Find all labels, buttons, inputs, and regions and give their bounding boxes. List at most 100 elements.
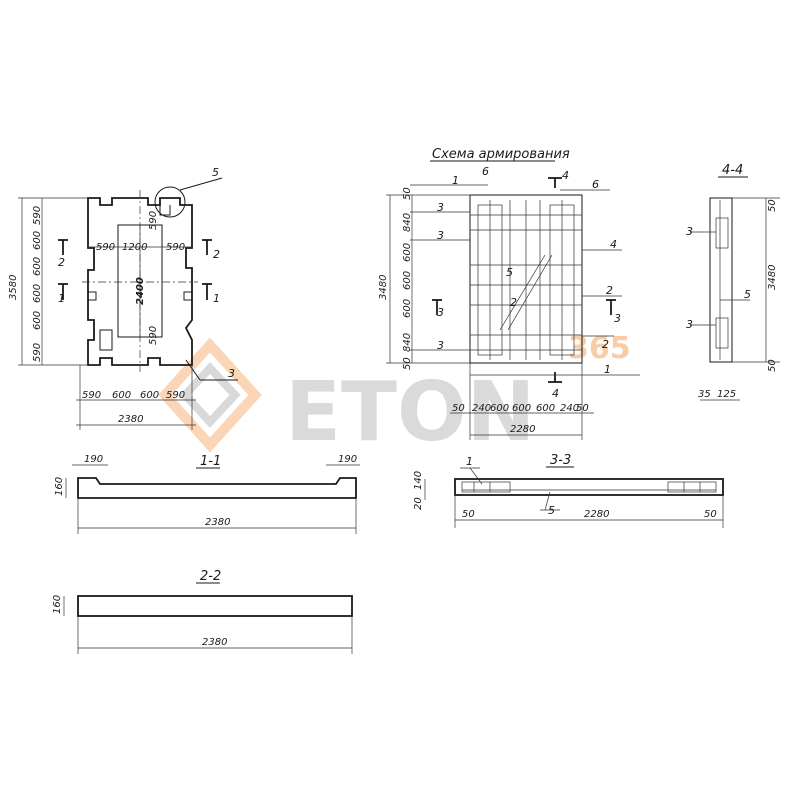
reinforcement-dim-bottom: 50 <box>452 403 465 414</box>
watermark-logo-inner-icon <box>179 362 241 428</box>
section-22-dim-length: 2380 <box>202 637 227 648</box>
plan-dim-left: 600 <box>32 257 43 276</box>
reinforcement-dim-bottom: 240 <box>472 403 491 414</box>
section-33-label: 5 <box>548 504 555 517</box>
watermark-subtext: 365 <box>568 331 631 366</box>
plan-view: 5 3 2 2 1 1 590 1200 590 2400 590 590 35… <box>8 166 238 430</box>
mesh <box>461 481 511 493</box>
reinforcement-dim-bottom: 50 <box>576 403 589 414</box>
reinforcement-dim-left: 50 <box>402 187 413 200</box>
reinforcement-label: 2 <box>510 296 517 309</box>
section-33-outline <box>454 478 724 496</box>
reinforcement-dim-bottom: 600 <box>512 403 531 414</box>
reinforcement-dim-bottom: 600 <box>536 403 555 414</box>
mesh <box>667 481 717 493</box>
section-11-dim-left: 190 <box>84 454 103 465</box>
mesh <box>715 217 729 249</box>
plan-slab-outline <box>87 197 193 366</box>
section-44-outline <box>709 197 733 363</box>
section-44-title: 4-4 <box>722 163 743 178</box>
reinforcement-label: 3 <box>437 306 444 319</box>
section-11-dim-right: 190 <box>338 454 357 465</box>
plan-dim-left: 600 <box>32 284 43 303</box>
reinforcement-outline <box>469 194 583 364</box>
plan-dim-left: 590 <box>32 206 43 225</box>
section-44-label: 3 <box>686 318 693 331</box>
reinforcement-label: 2 <box>602 338 609 351</box>
plan-dim-left: 590 <box>32 343 43 362</box>
plan-lifting-loop <box>99 329 113 351</box>
section-44-dim-bottom: 50 <box>767 359 778 372</box>
reinforcement-scheme: Схема армирования 1 6 4 <box>378 147 640 440</box>
section-4-4: 4-4 3 5 3 50 3480 50 35 125 <box>686 163 780 401</box>
section-22-title: 2-2 <box>200 569 221 584</box>
plan-leader <box>179 177 223 191</box>
section-33-dim-length: 2280 <box>584 509 609 520</box>
section-33-label: 1 <box>466 455 473 468</box>
reinforcement-label: 3 <box>437 229 444 242</box>
reinforcement-dim-left: 600 <box>402 299 413 318</box>
plan-dim-corner-bottom: 590 <box>148 326 159 345</box>
plan-dim-overall-width: 2380 <box>118 414 143 425</box>
section-44-dim-height: 3480 <box>767 265 778 290</box>
section-1-left: 1 <box>58 292 65 305</box>
section-1-1: 1-1 190 190 160 2380 <box>54 454 360 534</box>
plan-dim-bottom: 590 <box>82 390 101 401</box>
reinforcement-label: 3 <box>437 339 444 352</box>
plan-callout-5: 5 <box>212 166 219 179</box>
section-33-dim-left: 140 <box>413 471 424 490</box>
plan-dim-inner-width: 1200 <box>122 242 147 253</box>
plan-dim-bottom: 600 <box>140 390 159 401</box>
plan-callout-3: 3 <box>228 367 235 380</box>
section-22-outline <box>77 595 353 617</box>
watermark-text: ETON <box>285 365 535 460</box>
section-44-dim-width: 125 <box>717 389 736 400</box>
reinforcement-dim-left: 840 <box>402 213 413 232</box>
section-2-2: 2-2 160 2380 <box>52 569 353 654</box>
rebar <box>507 254 553 331</box>
plan-dim-corner-top: 590 <box>148 211 159 230</box>
reinforcement-label: 1 <box>604 363 611 376</box>
reinforcement-dim-left: 600 <box>402 271 413 290</box>
section-11-dim-thickness: 160 <box>54 477 65 496</box>
section-44-label: 5 <box>744 288 751 301</box>
plan-dim-left: 600 <box>32 231 43 250</box>
reinforcement-dim-overall-width: 2280 <box>510 424 535 435</box>
section-33-dim-end: 50 <box>704 509 717 520</box>
section-11-outline <box>77 477 357 499</box>
plan-lifting-loop <box>159 205 171 216</box>
plan-dim-inner-right: 590 <box>166 242 185 253</box>
plan-dim-overall-height: 3580 <box>8 275 19 300</box>
plan-notch <box>183 291 192 301</box>
watermark: ETON 365 <box>158 331 631 460</box>
reinforcement-label: 3 <box>437 201 444 214</box>
section-33-dim-left: 20 <box>413 497 424 510</box>
reinforcement-label: 6 <box>592 178 599 191</box>
rebar <box>499 254 546 331</box>
reinforcement-label: 4 <box>562 169 569 182</box>
plan-dim-inner-left: 590 <box>96 242 115 253</box>
section-2-left: 2 <box>58 256 65 269</box>
reinforcement-dim-bottom: 600 <box>490 403 509 414</box>
section-11-dim-length: 2380 <box>205 517 230 528</box>
section-1-right: 1 <box>213 292 220 305</box>
reinforcement-dim-left: 50 <box>402 357 413 370</box>
section-11-title: 1-1 <box>200 454 221 469</box>
reinforcement-dim-bottom: 240 <box>560 403 579 414</box>
section-44-dim-top: 50 <box>767 199 778 212</box>
reinforcement-label: 5 <box>506 266 513 279</box>
section-44-label: 3 <box>686 225 693 238</box>
reinforcement-meshes <box>470 200 582 360</box>
section-33-title: 3-3 <box>550 453 571 468</box>
leader <box>544 491 551 511</box>
leader <box>469 467 483 485</box>
mesh <box>715 317 729 349</box>
plan-leader <box>185 359 201 381</box>
reinforcement-label: 2 <box>606 284 613 297</box>
reinforcement-dim-left: 600 <box>402 243 413 262</box>
section-2-right: 2 <box>213 248 220 261</box>
reinforcement-title: Схема армирования <box>432 147 570 162</box>
reinforcement-label: 1 <box>452 174 459 187</box>
reinforcement-dim-overall-height: 3480 <box>378 275 389 300</box>
